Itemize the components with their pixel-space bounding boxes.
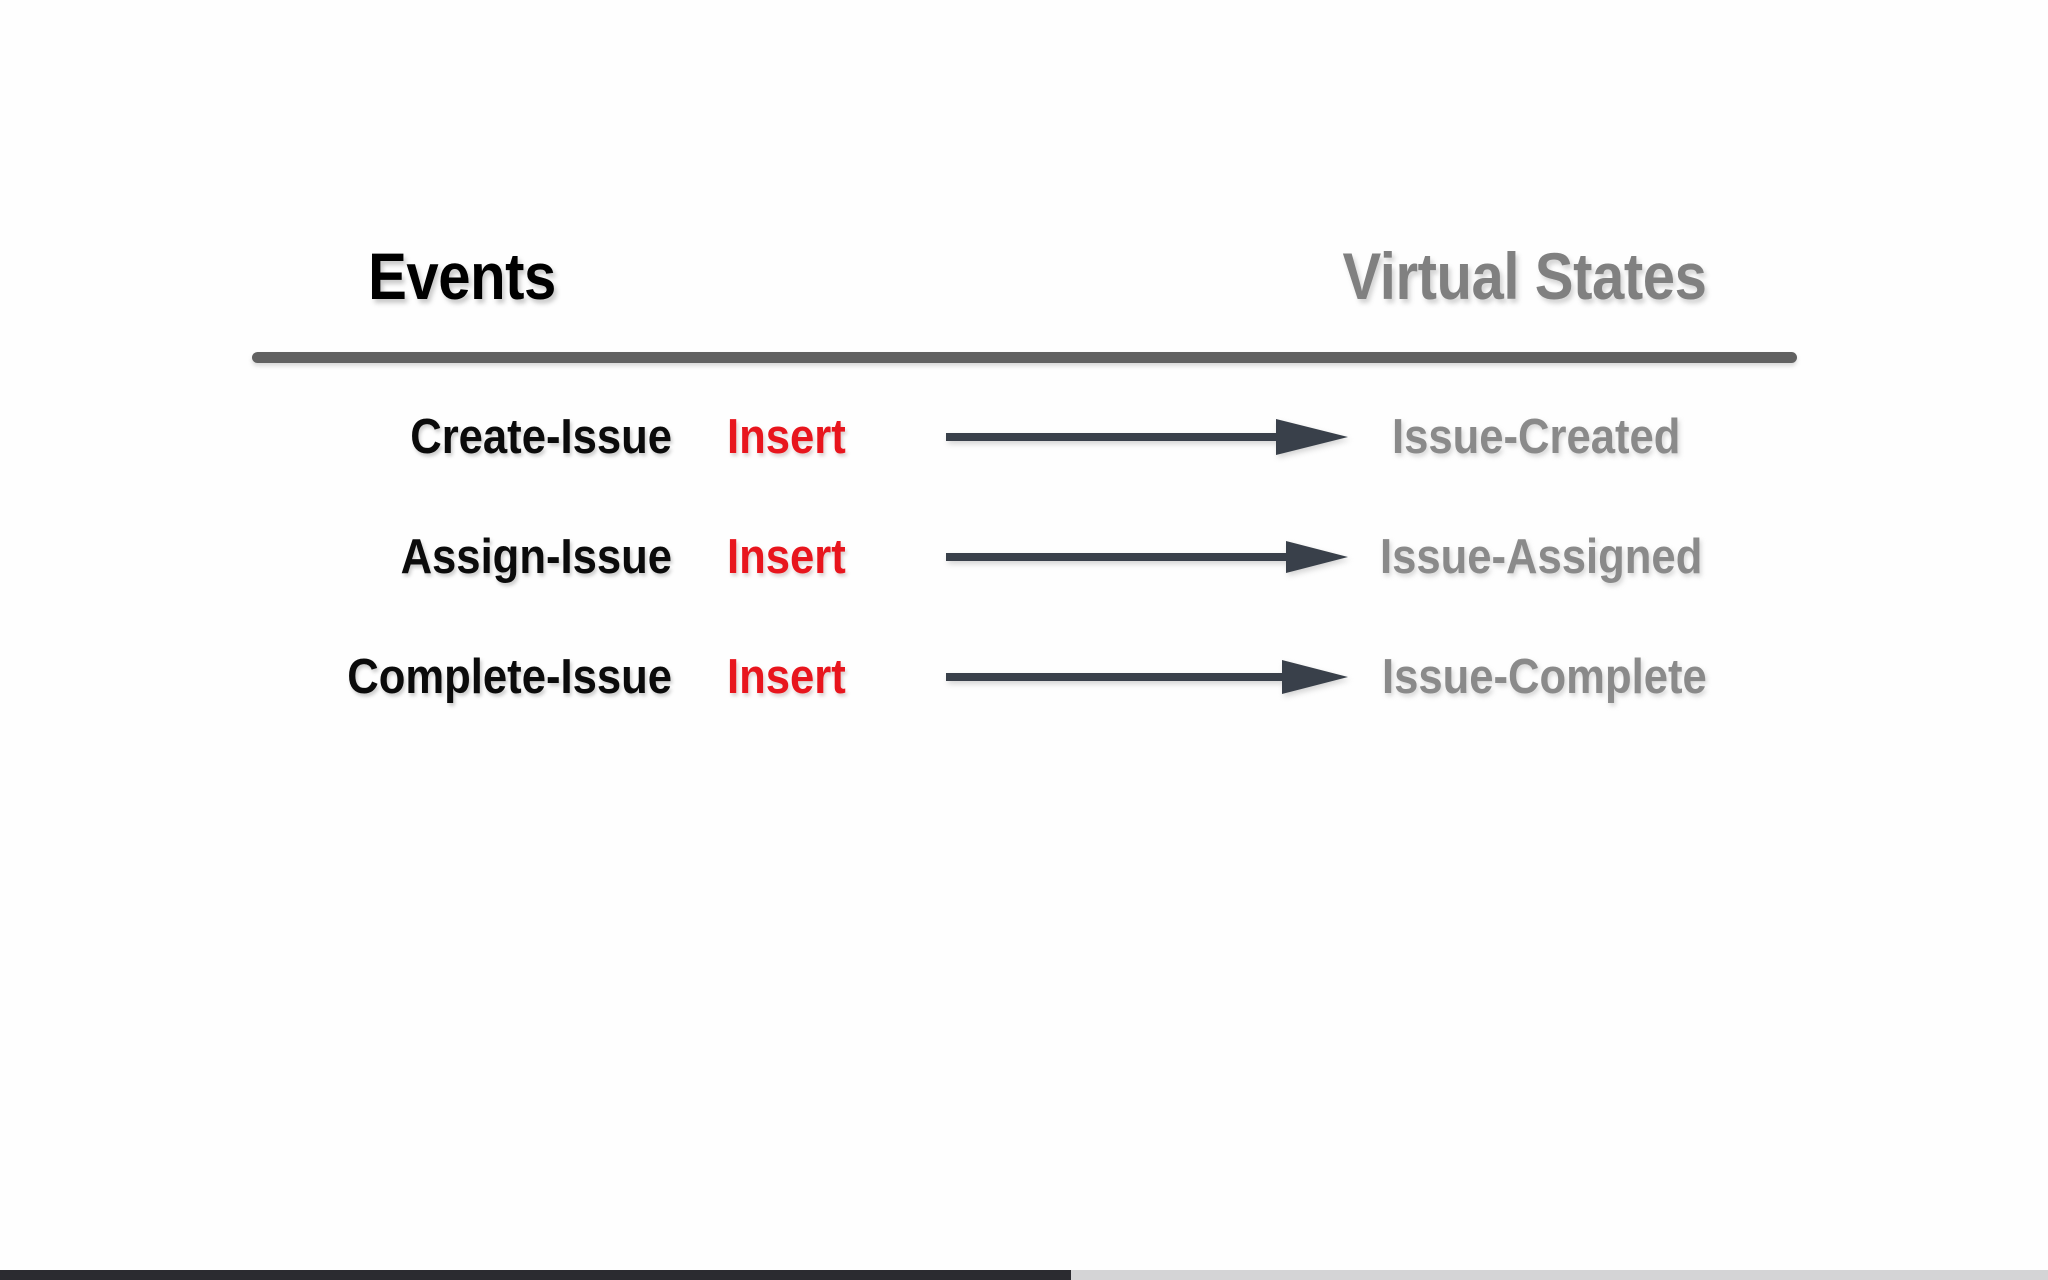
event-label: Create-Issue [410, 410, 672, 464]
table-row: Assign-Issue Insert Issue-Assigned [0, 518, 2048, 596]
column-header-row: Events Virtual States [252, 232, 1797, 320]
virtual-state-label: Issue-Assigned [1380, 530, 1703, 584]
operation-label: Insert [727, 650, 846, 704]
right-arrow-icon [946, 638, 1348, 716]
table-row: Complete-Issue Insert Issue-Complete [0, 638, 2048, 716]
operation-label: Insert [727, 530, 846, 584]
virtual-states-column-header: Virtual States [1342, 239, 1707, 313]
event-label: Complete-Issue [347, 650, 672, 704]
event-label: Assign-Issue [400, 530, 672, 584]
events-column-header: Events [368, 239, 556, 313]
table-row: Create-Issue Insert Issue-Created [0, 398, 2048, 476]
right-arrow-icon [946, 398, 1348, 476]
header-divider [252, 352, 1797, 363]
virtual-state-label: Issue-Complete [1382, 650, 1707, 704]
progress-bar-track[interactable] [0, 1270, 2048, 1280]
progress-bar-fill [0, 1270, 1072, 1280]
right-arrow-icon [946, 518, 1348, 596]
virtual-state-label: Issue-Created [1392, 410, 1681, 464]
operation-label: Insert [727, 410, 846, 464]
